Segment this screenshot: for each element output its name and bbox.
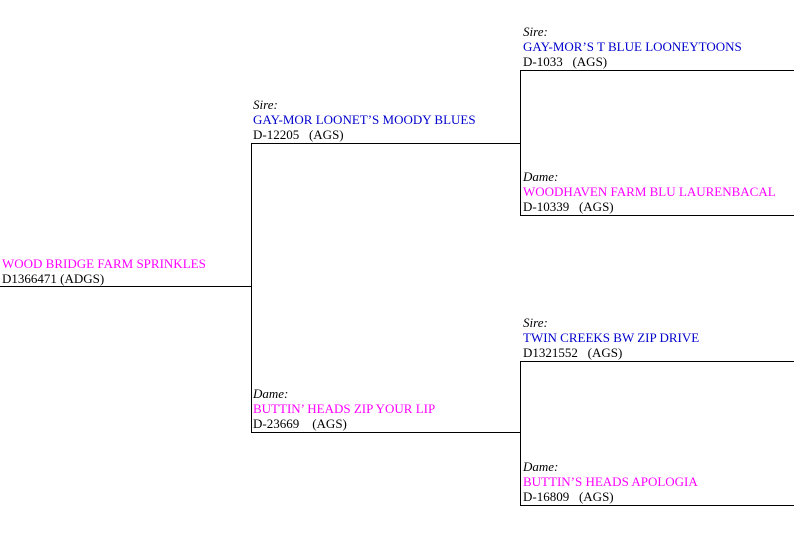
connector-sire-sire-underline [520, 70, 794, 71]
connector-subject-underline [0, 286, 252, 287]
sire-reg-number: D-12205 (AGS) [253, 127, 344, 142]
pedigree-node-sire-sire: Sire: GAY-MOR’S T BLUE LOONEYTOONS D-103… [523, 24, 742, 69]
connector-gen1-bracket [251, 143, 252, 433]
dam-relation-label: Dame: [253, 386, 289, 401]
dam-sire-reg-number: D1321552 (AGS) [523, 345, 623, 360]
pedigree-node-subject: WOOD BRIDGE FARM SPRINKLES D1366471 (ADG… [2, 256, 206, 286]
pedigree-node-sire: Sire: GAY-MOR LOONET’S MOODY BLUES D-122… [253, 97, 476, 142]
sire-sire-name-link[interactable]: GAY-MOR’S T BLUE LOONEYTOONS [523, 39, 742, 54]
dam-dam-reg-number: D-16809 (AGS) [523, 489, 614, 504]
sire-dam-reg-number: D-10339 (AGS) [523, 199, 614, 214]
connector-sire-side-bracket [520, 70, 521, 216]
connector-dam-side-bracket [520, 361, 521, 506]
sire-sire-reg-number: D-1033 (AGS) [523, 54, 608, 69]
subject-name-link[interactable]: WOOD BRIDGE FARM SPRINKLES [2, 256, 206, 271]
dam-reg-number: D-23669 (AGS) [253, 416, 347, 431]
sire-sire-relation-label: Sire: [523, 24, 548, 39]
pedigree-node-sire-dam: Dame: WOODHAVEN FARM BLU LAURENBACAL D-1… [523, 169, 776, 214]
dam-sire-relation-label: Sire: [523, 315, 548, 330]
connector-sire-dam-underline [520, 215, 794, 216]
dam-sire-name-link[interactable]: TWIN CREEKS BW ZIP DRIVE [523, 330, 700, 345]
dam-name-link[interactable]: BUTTIN’ HEADS ZIP YOUR LIP [253, 401, 436, 416]
dam-dam-relation-label: Dame: [523, 459, 559, 474]
sire-name-link[interactable]: GAY-MOR LOONET’S MOODY BLUES [253, 112, 476, 127]
connector-dam-underline [251, 432, 521, 433]
pedigree-node-dam-sire: Sire: TWIN CREEKS BW ZIP DRIVE D1321552 … [523, 315, 699, 360]
connector-dam-dam-underline [520, 505, 794, 506]
pedigree-node-dam-dam: Dame: BUTTIN’S HEADS APOLOGIA D-16809 (A… [523, 459, 698, 504]
sire-dam-relation-label: Dame: [523, 169, 559, 184]
sire-relation-label: Sire: [253, 97, 278, 112]
connector-dam-sire-underline [520, 361, 794, 362]
pedigree-node-dam: Dame: BUTTIN’ HEADS ZIP YOUR LIP D-23669… [253, 386, 435, 431]
subject-reg-number: D1366471 (ADGS) [2, 271, 105, 286]
sire-dam-name-link[interactable]: WOODHAVEN FARM BLU LAURENBACAL [523, 184, 776, 199]
connector-sire-underline [251, 143, 521, 144]
dam-dam-name-link[interactable]: BUTTIN’S HEADS APOLOGIA [523, 474, 698, 489]
